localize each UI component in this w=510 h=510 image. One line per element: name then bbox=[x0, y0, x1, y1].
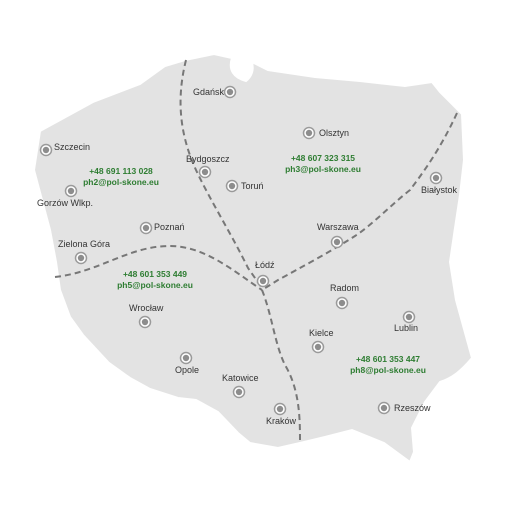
region-contacts: +48 691 113 028 ph2@pol-skone.eu +48 607… bbox=[83, 153, 426, 375]
city-label-szczecin: Szczecin bbox=[54, 142, 90, 152]
contact-ph2: +48 691 113 028 ph2@pol-skone.eu bbox=[83, 166, 159, 187]
city-labels: Gdańsk Olsztyn Szczecin Gorzów Wlkp. Byd… bbox=[37, 87, 458, 426]
marker-radom[interactable] bbox=[335, 296, 349, 310]
city-label-radom: Radom bbox=[330, 283, 359, 293]
contact-ph5-phone[interactable]: +48 601 353 449 bbox=[123, 269, 187, 279]
city-label-krakow: Kraków bbox=[266, 416, 297, 426]
city-label-poznan: Poznań bbox=[154, 222, 185, 232]
divider-west-horizontal bbox=[54, 244, 263, 291]
city-label-kielce: Kielce bbox=[309, 328, 334, 338]
marker-katowice[interactable] bbox=[232, 385, 246, 399]
city-label-rzeszow: Rzeszów bbox=[394, 403, 431, 413]
marker-warszawa[interactable] bbox=[330, 235, 344, 249]
contact-ph3-phone[interactable]: +48 607 323 315 bbox=[291, 153, 355, 163]
marker-lodz[interactable] bbox=[256, 274, 270, 288]
city-label-warszawa: Warszawa bbox=[317, 222, 359, 232]
marker-bialystok[interactable] bbox=[429, 171, 443, 185]
marker-lublin[interactable] bbox=[402, 310, 416, 324]
city-label-gdansk: Gdańsk bbox=[193, 87, 225, 97]
marker-torun[interactable] bbox=[225, 179, 239, 193]
city-label-bydgoszcz: Bydgoszcz bbox=[186, 154, 230, 164]
city-label-gorzow: Gorzów Wlkp. bbox=[37, 198, 93, 208]
contact-ph2-email[interactable]: ph2@pol-skone.eu bbox=[83, 177, 159, 187]
city-markers bbox=[39, 85, 443, 416]
city-label-katowice: Katowice bbox=[222, 373, 259, 383]
divider-east-diagonal bbox=[261, 112, 458, 291]
contact-ph5-email[interactable]: ph5@pol-skone.eu bbox=[117, 280, 193, 290]
city-label-olsztyn: Olsztyn bbox=[319, 128, 349, 138]
city-label-wroclaw: Wrocław bbox=[129, 303, 164, 313]
contact-ph8-email[interactable]: ph8@pol-skone.eu bbox=[350, 365, 426, 375]
contact-ph8-phone[interactable]: +48 601 353 447 bbox=[356, 354, 420, 364]
marker-zielona-gora[interactable] bbox=[74, 251, 88, 265]
city-label-lublin: Lublin bbox=[394, 323, 418, 333]
poland-outline bbox=[32, 52, 474, 464]
city-label-opole: Opole bbox=[175, 365, 199, 375]
marker-opole[interactable] bbox=[179, 351, 193, 365]
divider-north-vertical bbox=[179, 59, 263, 289]
region-dividers bbox=[54, 59, 458, 444]
contact-ph3: +48 607 323 315 ph3@pol-skone.eu bbox=[285, 153, 361, 174]
marker-olsztyn[interactable] bbox=[302, 126, 316, 140]
marker-bydgoszcz[interactable] bbox=[198, 165, 212, 179]
contact-ph3-email[interactable]: ph3@pol-skone.eu bbox=[285, 164, 361, 174]
divider-south-vertical bbox=[261, 289, 301, 444]
city-label-lodz: Łódź bbox=[255, 260, 275, 270]
contact-ph2-phone[interactable]: +48 691 113 028 bbox=[89, 166, 153, 176]
marker-gorzow[interactable] bbox=[64, 184, 78, 198]
contact-ph5: +48 601 353 449 ph5@pol-skone.eu bbox=[117, 269, 193, 290]
city-label-zielona-gora: Zielona Góra bbox=[58, 239, 110, 249]
city-label-torun: Toruń bbox=[241, 181, 264, 191]
marker-wroclaw[interactable] bbox=[138, 315, 152, 329]
marker-gdansk[interactable] bbox=[223, 85, 237, 99]
marker-szczecin[interactable] bbox=[39, 143, 53, 157]
city-label-bialystok: Białystok bbox=[421, 185, 458, 195]
marker-rzeszow[interactable] bbox=[377, 401, 391, 415]
contact-ph8: +48 601 353 447 ph8@pol-skone.eu bbox=[350, 354, 426, 375]
marker-kielce[interactable] bbox=[311, 340, 325, 354]
marker-krakow[interactable] bbox=[273, 402, 287, 416]
marker-poznan[interactable] bbox=[139, 221, 153, 235]
